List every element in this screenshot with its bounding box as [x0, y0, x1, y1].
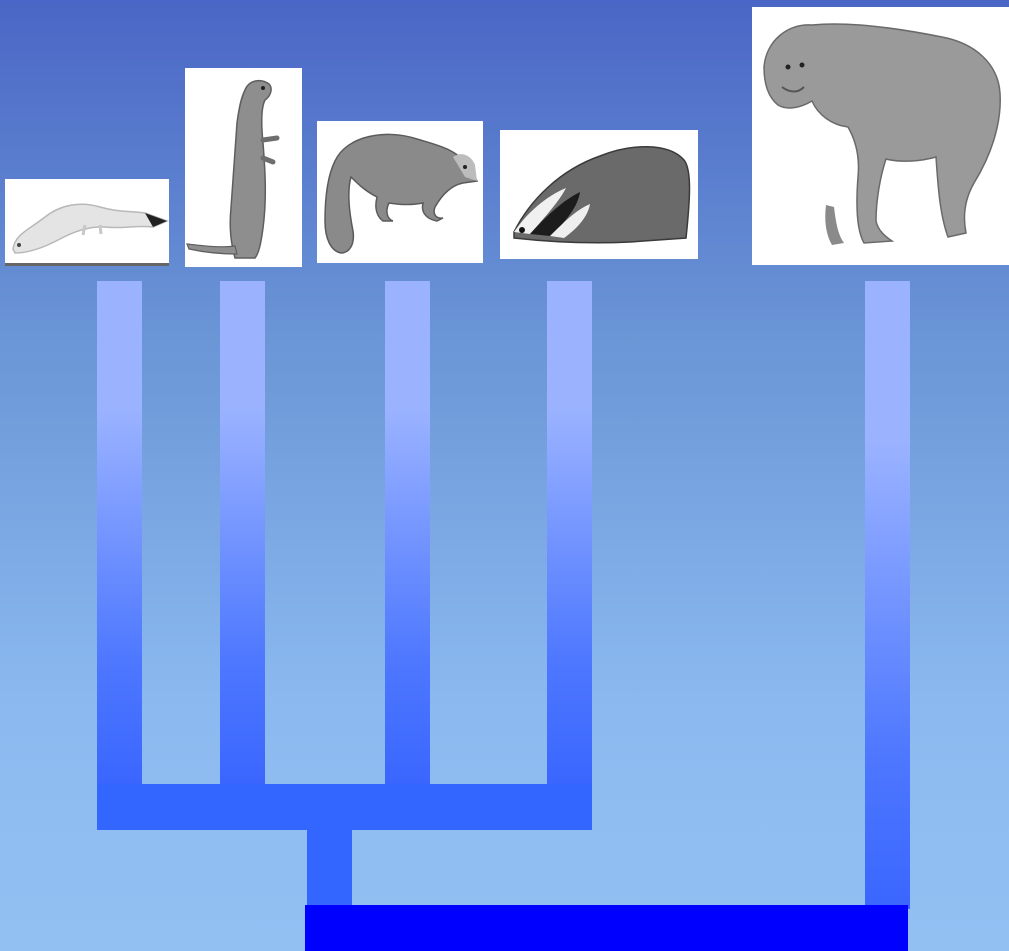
ermine-illustration	[5, 179, 169, 266]
marten-illustration	[317, 121, 483, 263]
badger-photo	[500, 130, 698, 259]
otter-photo	[185, 68, 302, 267]
marten-photo	[317, 121, 483, 263]
mustelid-stem	[307, 829, 352, 907]
branch-macaque	[865, 281, 910, 909]
badger-illustration	[500, 130, 698, 259]
branch-badger	[547, 281, 592, 785]
branch-otter	[220, 281, 265, 785]
mustelid-clade-bar	[97, 784, 592, 830]
macaque-illustration	[752, 7, 1009, 265]
branch-marten	[385, 281, 430, 785]
macaque-photo	[752, 7, 1009, 265]
otter-illustration	[185, 68, 302, 267]
branch-ermine	[97, 281, 142, 785]
root-bar	[305, 905, 908, 951]
ermine-photo	[5, 179, 169, 266]
